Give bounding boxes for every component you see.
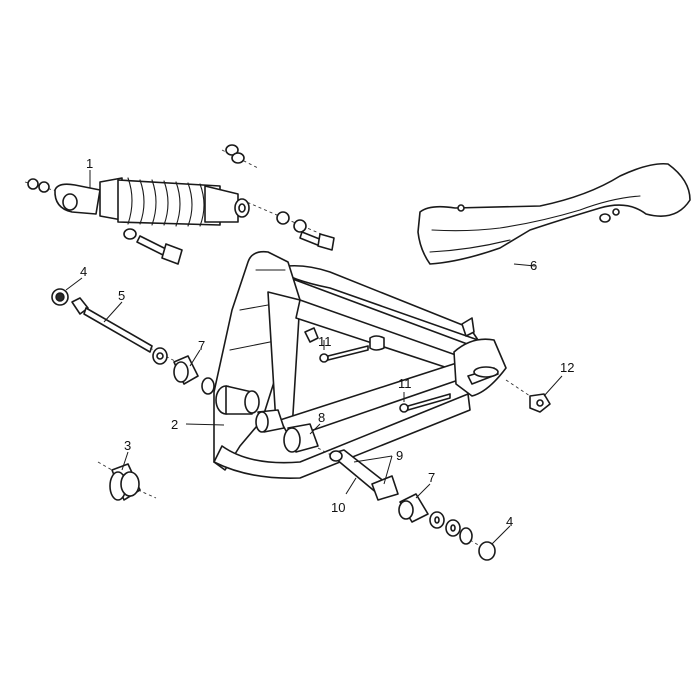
- shock-absorber: [24, 144, 336, 265]
- spacer-tube: [317, 447, 399, 501]
- callout-11a: 11: [318, 334, 332, 349]
- washer: [276, 211, 290, 225]
- callout-1: 1: [86, 156, 93, 171]
- cap-center: [55, 292, 65, 302]
- swingarm: [201, 250, 507, 479]
- leader-lines: [65, 170, 563, 545]
- callout-6: 6: [530, 258, 537, 273]
- callout-7b: 7: [428, 470, 435, 485]
- bolt-11: [319, 345, 451, 413]
- end-cap: [478, 541, 496, 561]
- rubber-bushing: [97, 461, 157, 501]
- washer: [38, 181, 50, 193]
- callout-7a: 7: [198, 338, 205, 353]
- pivot-bolt: [51, 288, 199, 385]
- callout-4b: 4: [506, 514, 513, 529]
- nut: [231, 152, 245, 164]
- callout-9: 9: [396, 448, 403, 463]
- washer: [123, 228, 137, 240]
- callout-5: 5: [118, 288, 125, 303]
- callout-labels: 1 2 3 4 4 5 6 7 7 8 9 10 11 11 12: [80, 156, 574, 529]
- nut: [27, 178, 39, 190]
- nut-12: [505, 379, 551, 413]
- callout-3: 3: [124, 438, 131, 453]
- callout-4a: 4: [80, 264, 87, 279]
- right-side-hardware: [398, 493, 496, 561]
- callout-10: 10: [331, 500, 345, 515]
- callout-11b: 11: [398, 376, 412, 391]
- bushing-8: [255, 409, 319, 453]
- callout-2: 2: [171, 417, 178, 432]
- callout-8: 8: [318, 410, 325, 425]
- washer: [293, 219, 307, 233]
- chain-guard: [417, 162, 691, 265]
- callout-12: 12: [560, 360, 574, 375]
- nut: [459, 527, 473, 545]
- nut: [225, 144, 239, 156]
